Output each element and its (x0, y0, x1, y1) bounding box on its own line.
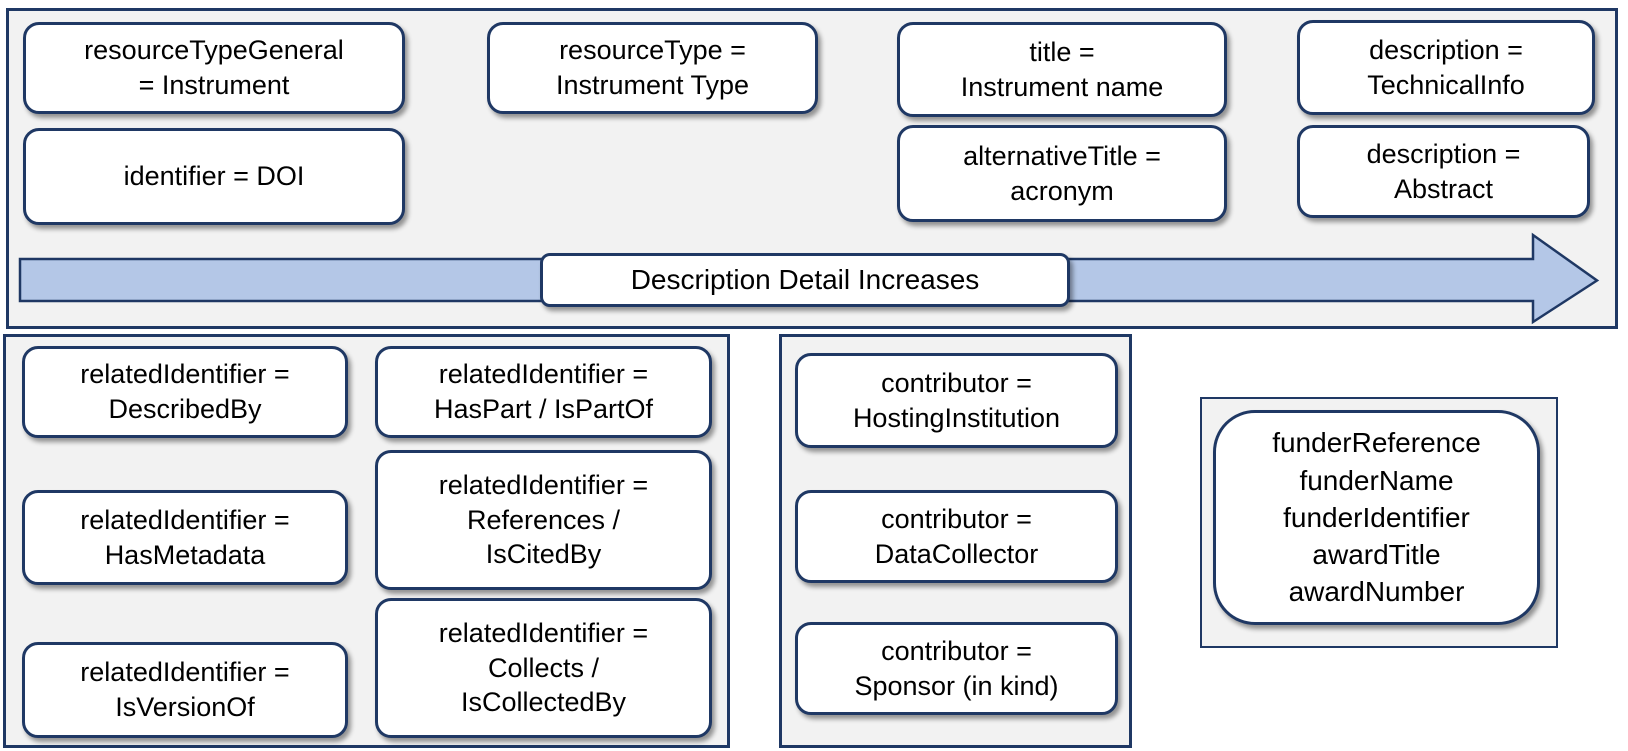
arrow-label: Description Detail Increases (540, 253, 1070, 307)
box-contributor-hosting-institution: contributor = HostingInstitution (795, 353, 1118, 448)
box-related-collects: relatedIdentifier = Collects / IsCollect… (375, 598, 712, 738)
box-funder-fields: funderReference funderName funderIdentif… (1213, 410, 1540, 625)
box-related-has-metadata: relatedIdentifier = HasMetadata (22, 490, 348, 585)
box-contributor-data-collector: contributor = DataCollector (795, 490, 1118, 583)
box-contributor-sponsor: contributor = Sponsor (in kind) (795, 622, 1118, 715)
box-identifier: identifier = DOI (23, 128, 405, 225)
box-related-described-by: relatedIdentifier = DescribedBy (22, 346, 348, 438)
box-resource-type-general: resourceTypeGeneral = Instrument (23, 22, 405, 114)
box-title: title = Instrument name (897, 22, 1227, 117)
box-description-abstract: description = Abstract (1297, 125, 1590, 218)
box-resource-type: resourceType = Instrument Type (487, 22, 818, 114)
box-related-references: relatedIdentifier = References / IsCited… (375, 450, 712, 590)
box-related-is-version-of: relatedIdentifier = IsVersionOf (22, 642, 348, 738)
box-related-has-part: relatedIdentifier = HasPart / IsPartOf (375, 346, 712, 438)
box-alternative-title: alternativeTitle = acronym (897, 125, 1227, 222)
box-description-technical-info: description = TechnicalInfo (1297, 20, 1595, 115)
